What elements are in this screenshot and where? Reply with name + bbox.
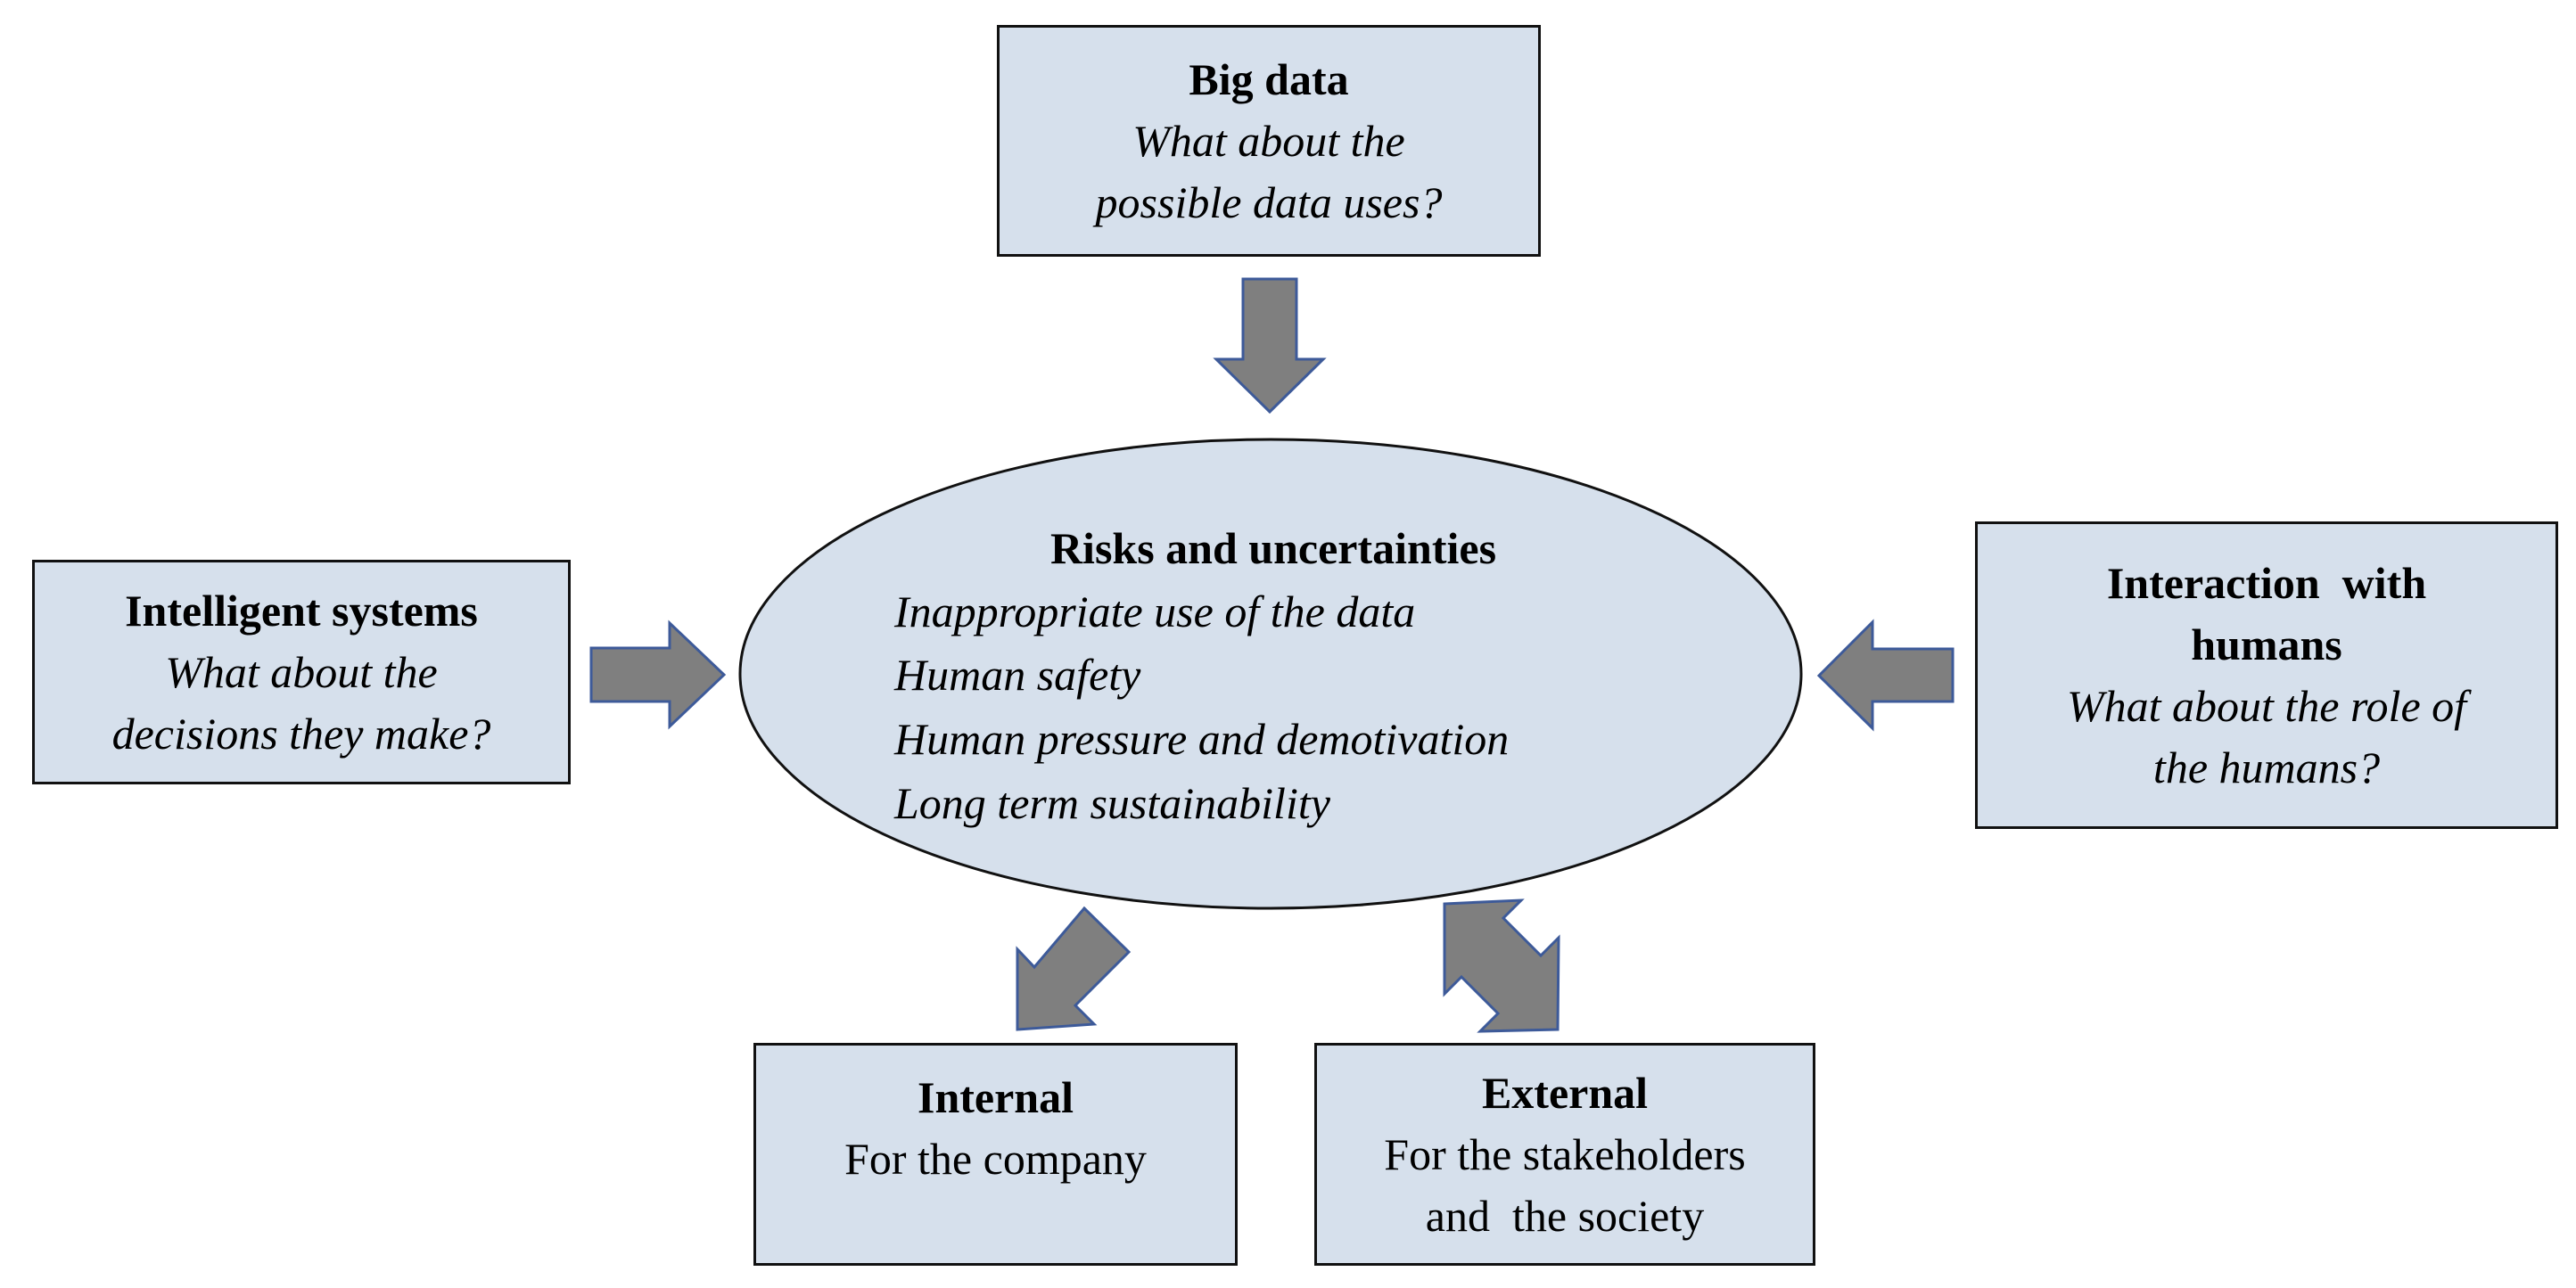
intelligent-systems-question: What about the — [165, 646, 438, 697]
interaction-question: What about the role of — [2066, 680, 2467, 731]
internal-title: Internal — [918, 1072, 1074, 1122]
big-data-box: Big data What about the possible data us… — [997, 25, 1541, 257]
interaction-question: the humans? — [2152, 742, 2381, 792]
big-data-question: What about the — [1132, 115, 1405, 166]
risk-item: Long term sustainability — [894, 778, 1330, 828]
intelligent-systems-title: Intelligent systems — [125, 585, 478, 636]
risks-ellipse — [738, 438, 1803, 910]
center-title: Risks and uncertainties — [1049, 523, 1497, 573]
intelligent-systems-box: Intelligent systems What about the decis… — [32, 560, 571, 784]
external-title: External — [1481, 1067, 1649, 1118]
big-data-title: Big data — [1189, 53, 1349, 104]
interaction-box: Interaction with humans What about the r… — [1975, 521, 2558, 829]
risk-item: Human safety — [894, 650, 1141, 700]
external-text: For the stakeholders — [1384, 1128, 1746, 1179]
internal-text: For the company — [844, 1134, 1147, 1184]
intelligent-systems-question: decisions they make? — [111, 708, 491, 759]
internal-box: Internal For the company — [753, 1043, 1238, 1266]
arrow-to-external — [1443, 898, 1560, 1033]
interaction-title: humans — [2191, 619, 2342, 669]
arrow-to-internal — [1016, 906, 1132, 1031]
arrow-from-interaction — [1816, 619, 1955, 732]
big-data-question: possible data uses? — [1095, 176, 1443, 227]
arrow-from-intelligent-systems — [589, 619, 727, 730]
interaction-title: Interaction with — [2106, 557, 2427, 608]
external-text: and the society — [1425, 1190, 1705, 1241]
risk-item: Inappropriate use of the data — [894, 587, 1416, 636]
risk-item: Human pressure and demotivation — [894, 714, 1510, 764]
external-box: External For the stakeholders and the so… — [1314, 1043, 1815, 1266]
arrow-from-big-data — [1213, 277, 1327, 414]
